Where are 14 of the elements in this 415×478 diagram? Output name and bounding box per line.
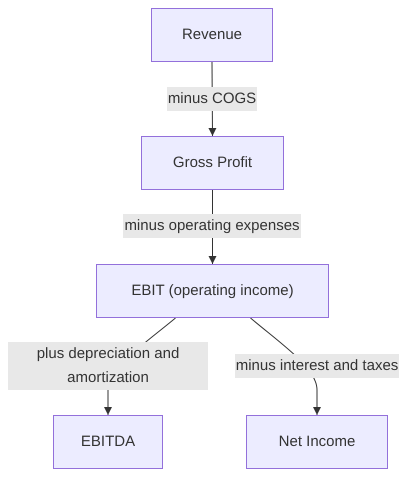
edge-label: minus interest and taxes [234,354,400,378]
edge-label: minus operating expenses [123,214,301,238]
node-label: Gross Profit [172,153,252,173]
edge-label: minus COGS [166,87,258,111]
node-label: Net Income [278,432,356,452]
process-box [141,136,284,190]
process-box [151,8,273,62]
node-label: Revenue [182,25,242,45]
process-box [53,415,163,469]
process-box [96,264,329,318]
edge-label: plus depreciation and amortization [8,342,208,390]
process-box [246,415,388,469]
node-label: EBITDA [80,432,136,452]
node-label: EBIT (operating income) [131,281,294,301]
